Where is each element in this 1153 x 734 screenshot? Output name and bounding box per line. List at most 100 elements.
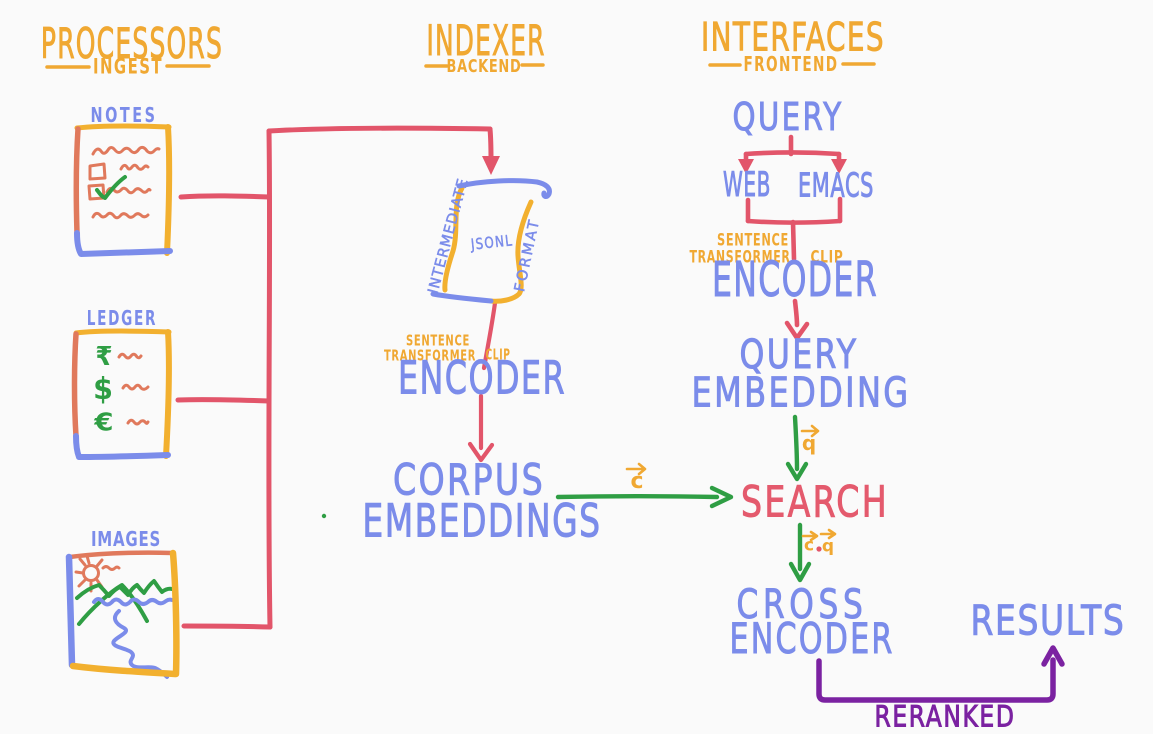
mountain-big (77, 583, 149, 626)
web-label: WEB (722, 165, 772, 205)
encoder-qe-line (792, 298, 800, 328)
vector-arrows (625, 424, 837, 542)
corpus-vector-label: c (630, 469, 644, 494)
ledger-link-line (175, 397, 272, 404)
emacs-arrowhead (831, 159, 847, 174)
q-vector-arrow (800, 424, 820, 438)
notes-border-top (74, 123, 172, 131)
processors-title: PROCESSORS (40, 19, 224, 68)
scroll-icon (430, 178, 552, 304)
interfaces-annotation-line2: TRANSFORMER (689, 247, 791, 268)
web-arrowhead (738, 159, 754, 174)
notes-check-icon (95, 175, 127, 200)
notes-border-left (73, 126, 81, 236)
water-icon (92, 597, 174, 679)
euro-symbol: € (94, 407, 114, 437)
ledger-card-icon (71, 328, 172, 460)
ledger-border-left (71, 331, 79, 439)
dollar-symbol: $ (93, 372, 113, 407)
ledger-label: LEDGER (86, 306, 158, 330)
images-card-icon (65, 549, 180, 679)
indexer-annotation-line1: SENTENCE (406, 331, 470, 350)
interfaces-subtitle: FRONTEND (743, 52, 839, 76)
notes-checkbox-1 (88, 162, 107, 181)
notes-scribble-1 (91, 145, 161, 156)
sun-circle (82, 564, 100, 582)
images-link-line (181, 623, 273, 630)
images-border-right (169, 549, 180, 678)
qe-search-line (792, 414, 800, 472)
notes-border-bottom (74, 230, 173, 257)
indexer-drop-arrowhead (482, 156, 500, 175)
river (111, 609, 169, 679)
rerank-flow-lines (816, 645, 1065, 703)
results-label: RESULTS (970, 596, 1126, 645)
water-wave (92, 597, 174, 607)
join-encoder-line (790, 219, 797, 262)
mountains-icon (75, 579, 174, 626)
mountain-ridge (75, 579, 174, 600)
header-dashes (45, 62, 876, 69)
indexer-internal-lines (467, 300, 498, 463)
trunk-line (266, 128, 273, 630)
ledger-border-right (163, 329, 172, 459)
interfaces-annotation-clip: CLIP (810, 247, 844, 268)
sun-ray-3 (101, 565, 121, 571)
ingest-flow-lines (175, 125, 494, 630)
indexer-annotation-clip: CLIP (485, 345, 511, 364)
ledger-scribble-3 (126, 418, 150, 426)
sun-ray-7 (74, 570, 85, 575)
interfaces-title: INTERFACES (700, 15, 886, 61)
c-vector-arrow (625, 462, 647, 476)
ledger-border-top (73, 328, 172, 336)
interfaces-annotation-line1: SENTENCE (717, 230, 789, 251)
scroll-center-text: JSONL (469, 231, 514, 254)
emacs-label: EMACS (797, 165, 875, 205)
query-vector-label: q (801, 431, 817, 455)
sun-ray-6 (77, 578, 87, 588)
notes-scribbles (87, 145, 161, 220)
processors-subtitle: INGEST (93, 54, 163, 79)
search-cross-arrowhead (788, 561, 812, 583)
notes-card-icon (73, 123, 173, 257)
trunk-to-indexer-line (266, 125, 493, 134)
results-arrowhead (1041, 645, 1065, 667)
notes-scribble-3 (105, 186, 152, 195)
scroll-top-edge (456, 178, 552, 199)
sun-ray-2 (95, 558, 104, 568)
corpus-label-line1: CORPUS (392, 455, 546, 506)
scroll-right-edge (488, 199, 534, 304)
qe-search-arrowhead (785, 461, 809, 482)
sun-ray-8 (78, 557, 87, 567)
corpus-search-arrowhead (709, 485, 734, 509)
indexer-title: INDEXER (426, 16, 546, 65)
scroll-output-line (481, 300, 498, 371)
notes-scribble-4 (91, 211, 150, 220)
dot-product-c-label: c (803, 535, 815, 556)
notes-label: NOTES (90, 103, 158, 127)
query-embedding-line2: EMBEDDING (691, 368, 911, 417)
reranked-label: RERANKED (874, 699, 1016, 734)
ledger-border-bottom (73, 433, 171, 460)
query-tee-line (743, 150, 842, 157)
search-label: SEARCH (740, 477, 890, 528)
rerank-elbow-line (816, 657, 1056, 703)
indexer-encoder-label: ENCODER (397, 351, 567, 405)
interfaces-encoder-label: ENCODER (712, 252, 878, 308)
indexer-drop-line (487, 126, 494, 163)
rupee-symbol: ₹ (95, 342, 113, 372)
cross-encoder-line2: ENCODER (729, 614, 895, 663)
query-label: QUERY (732, 95, 844, 139)
images-border-left (65, 553, 76, 669)
cross-encoder-line1: CROSS (736, 582, 868, 628)
scroll-bottom-edge (430, 291, 494, 304)
ledger-scribbles (117, 352, 150, 426)
scroll-left-edge (442, 185, 465, 293)
images-border-bottom (69, 662, 179, 678)
ledger-scribble-2 (121, 383, 150, 391)
query-embedding-line1: QUERY (739, 332, 859, 378)
encoder-corpus-arrowhead (467, 441, 495, 463)
corpus-search-line (555, 494, 720, 500)
